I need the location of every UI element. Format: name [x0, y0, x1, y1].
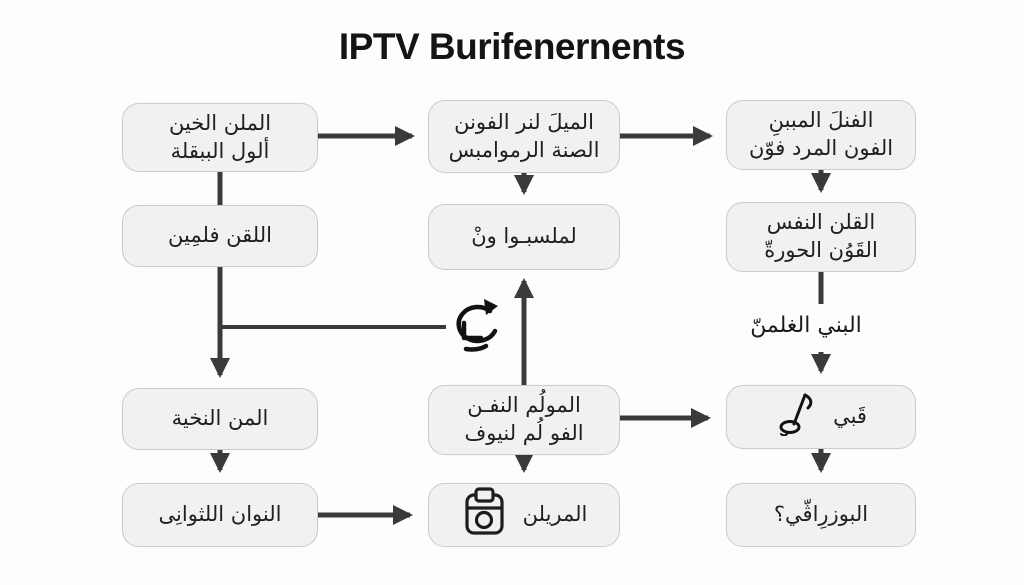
box-text: المن النخية: [171, 406, 269, 431]
flow-box-r4c2: المريلن: [428, 483, 620, 547]
between-arrow-label: البني الغلمنّ: [750, 313, 862, 338]
box-text: لملسبـوا ونْ: [471, 224, 577, 249]
note-icon: [775, 390, 817, 444]
box-text: الميلَ لنر الفونن: [454, 109, 594, 134]
box-text: الفنلَ المببنِ: [768, 108, 874, 133]
flow-box-r3c1: المن النخية: [122, 388, 318, 450]
flow-box-r2c1: اللقن فلمِين: [122, 205, 318, 267]
flow-box-r3c2: المولُم النفـن الفو لُم لنيوف: [428, 385, 620, 455]
box-text: النوان اللثوانِى: [158, 502, 282, 527]
clipboard-icon: [461, 486, 507, 544]
box-text: اللقن فلمِين: [168, 223, 272, 248]
box-text: الفو لُم لنيوف: [464, 421, 584, 445]
box-text: البوزرِاڤّي؟: [773, 502, 869, 527]
flow-box-r4c3: البوزرِاڤّي؟: [726, 483, 916, 547]
flow-box-r2c2: لملسبـوا ونْ: [428, 204, 620, 270]
flow-box-r1c3: الفنلَ المببنِ الفون المرد فوّن: [726, 100, 916, 170]
flow-box-r4c1: النوان اللثوانِى: [122, 483, 318, 547]
box-text: القلن النفس: [766, 210, 876, 235]
box-text: القَوُن الحورةّ: [764, 238, 878, 262]
page-title: IPTV Burifenernents: [338, 26, 686, 67]
refresh-icon: [444, 291, 500, 363]
box-text: الفون المرد فوّن: [748, 136, 894, 160]
box-text: قَبي: [833, 404, 867, 429]
flow-box-r1c2: الميلَ لنر الفونن الصنة الرموامبس: [428, 100, 620, 173]
box-text: المولُم النفـن: [467, 393, 581, 418]
box-text: الملن الخين: [168, 110, 272, 135]
flow-box-r1c1: الملن الخين ألول الببقلة: [122, 103, 318, 172]
flow-box-r2c3: القلن النفس القَوُن الحورةّ: [726, 202, 916, 272]
box-text: ألول الببقلة: [170, 138, 270, 163]
box-text: الصنة الرموامبس: [448, 137, 600, 162]
flow-box-r3c3: قَبي: [726, 385, 916, 449]
box-text: المريلن: [522, 502, 588, 527]
